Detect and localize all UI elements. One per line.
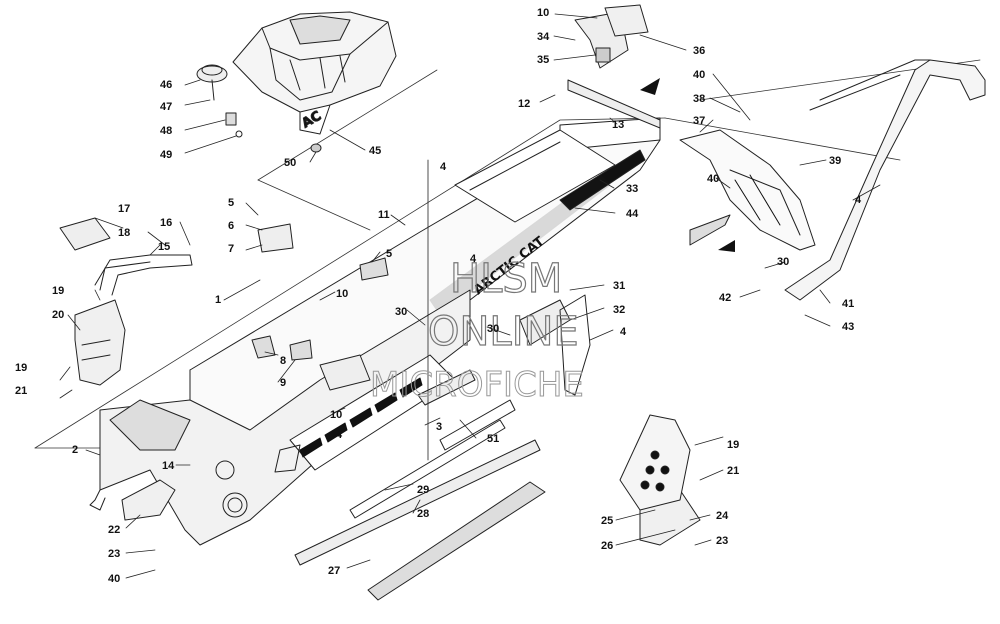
callout-40b: 40	[707, 173, 719, 185]
callout-38: 38	[693, 93, 705, 105]
seat-knob	[196, 64, 322, 153]
callout-numbers: 1 2 3 4 4 4 4 4 5 5 6 7 8 9 10 10 10 11 …	[15, 7, 862, 585]
seat-logo: AC	[300, 109, 324, 132]
callout-21a: 21	[15, 385, 27, 397]
callout-7: 7	[228, 243, 234, 255]
callout-9: 9	[280, 377, 286, 389]
front-handle	[59, 217, 193, 386]
callout-44: 44	[626, 208, 639, 220]
callout-11: 11	[378, 209, 390, 221]
rear-flap	[679, 129, 816, 251]
footrest-plates	[121, 414, 701, 546]
callout-30b: 30	[487, 323, 499, 335]
callout-4a: 4	[440, 161, 447, 173]
callout-41: 41	[842, 298, 854, 310]
callout-14: 14	[162, 460, 175, 472]
callout-37: 37	[693, 115, 705, 127]
callout-5b: 5	[386, 248, 392, 260]
callout-29: 29	[417, 484, 429, 496]
group-boundary-lines	[34, 59, 981, 449]
callout-24: 24	[716, 510, 729, 522]
callout-30a: 30	[395, 306, 407, 318]
callout-8: 8	[280, 355, 286, 367]
callout-4c: 4	[620, 326, 627, 338]
callout-51: 51	[487, 433, 499, 445]
callout-10b: 10	[330, 409, 342, 421]
callout-2: 2	[72, 444, 78, 456]
direction-arrows	[640, 78, 735, 252]
callout-25: 25	[601, 515, 613, 527]
callout-5a: 5	[228, 197, 234, 209]
hitch-brackets	[567, 4, 661, 129]
callout-17: 17	[118, 203, 130, 215]
tunnel-side-panel	[89, 289, 471, 546]
rails	[294, 399, 546, 601]
callout-50: 50	[284, 157, 296, 169]
watermark-line3: MICROFICHE	[370, 365, 584, 405]
callout-34: 34	[537, 31, 550, 43]
callout-22: 22	[108, 524, 120, 536]
callout-15: 15	[158, 241, 170, 253]
callout-19a: 19	[52, 285, 64, 297]
watermark: HLSM ONLINE MICROFICHE	[370, 255, 585, 405]
seat: AC	[232, 11, 397, 135]
callout-31: 31	[613, 280, 625, 292]
callout-46: 46	[160, 79, 172, 91]
callout-3: 3	[436, 421, 442, 433]
callout-27: 27	[328, 565, 340, 577]
callout-47: 47	[160, 101, 172, 113]
callout-43: 43	[842, 321, 854, 333]
callout-19b: 19	[15, 362, 27, 374]
callout-40c: 40	[108, 573, 120, 585]
callout-4e: 4	[855, 194, 862, 206]
callout-20: 20	[52, 309, 64, 321]
callout-26: 26	[601, 540, 613, 552]
callout-13: 13	[612, 119, 624, 131]
callout-1: 1	[215, 294, 221, 306]
callout-35: 35	[537, 54, 549, 66]
watermark-line2: ONLINE	[428, 309, 579, 355]
watermark-line1: HLSM	[450, 256, 562, 302]
callout-18: 18	[118, 227, 130, 239]
callout-42: 42	[719, 292, 731, 304]
rear-bumper	[784, 59, 986, 301]
callout-32: 32	[613, 304, 625, 316]
callout-28: 28	[417, 508, 429, 520]
callout-23b: 23	[716, 535, 728, 547]
callout-23a: 23	[108, 548, 120, 560]
callout-19c: 19	[727, 439, 739, 451]
leader-lines	[59, 13, 881, 579]
callout-21b: 21	[727, 465, 739, 477]
callout-39: 39	[829, 155, 841, 167]
callout-4d: 4	[336, 429, 343, 441]
callout-48: 48	[160, 125, 172, 137]
callout-36: 36	[693, 45, 705, 57]
callout-45: 45	[369, 145, 381, 157]
callout-10c: 10	[537, 7, 549, 19]
callout-6: 6	[228, 220, 234, 232]
callout-40a: 40	[693, 69, 705, 81]
callout-12: 12	[518, 98, 530, 110]
callout-49: 49	[160, 149, 172, 161]
callout-33: 33	[626, 183, 638, 195]
callout-4b: 4	[470, 253, 477, 265]
callout-16: 16	[160, 217, 172, 229]
misc-brackets	[251, 223, 591, 406]
callout-10a: 10	[336, 288, 348, 300]
callout-30c: 30	[777, 256, 789, 268]
